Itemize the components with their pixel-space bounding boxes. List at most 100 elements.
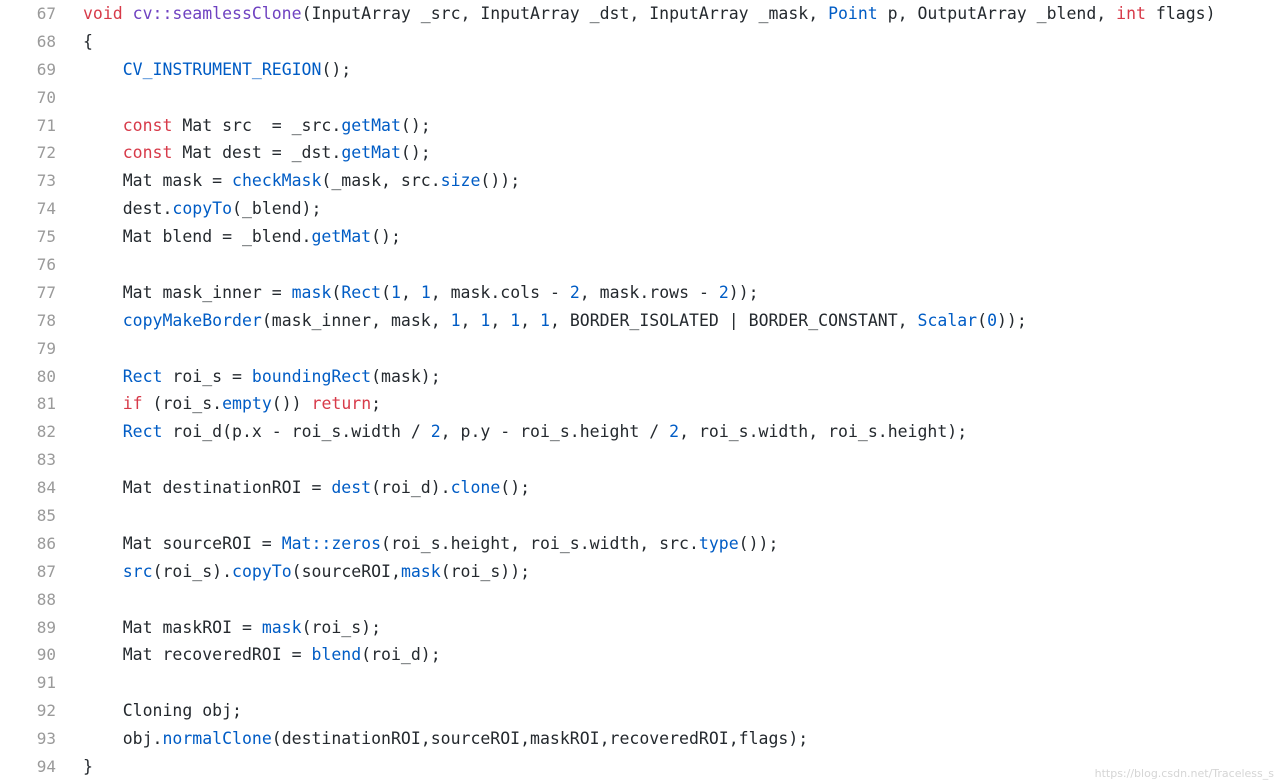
code-token: (mask); <box>371 366 441 386</box>
code-token: if <box>122 394 143 414</box>
code-token: copyMakeBorder <box>122 310 262 330</box>
code-line: 81 if (roi_s.empty()) return; <box>0 390 1280 418</box>
code-line: 84 Mat destinationROI = dest(roi_d).clon… <box>0 474 1280 502</box>
line-number[interactable]: 83 <box>36 450 56 470</box>
line-number[interactable]: 69 <box>36 59 56 79</box>
line-number[interactable]: 82 <box>36 422 56 442</box>
code-token: 1 <box>510 310 521 330</box>
line-number[interactable]: 86 <box>36 533 56 553</box>
line-code: Mat mask_inner = mask(Rect(1, 1, mask.co… <box>83 279 759 307</box>
code-token: (); <box>400 143 431 163</box>
code-token: type <box>698 533 739 553</box>
code-token: 1 <box>480 310 491 330</box>
code-token: 1 <box>420 282 431 302</box>
code-token: ( <box>381 282 391 302</box>
code-token: 1 <box>540 310 550 330</box>
code-token: Rect <box>341 282 382 302</box>
code-line: 91 <box>0 669 1280 697</box>
code-token: Mat recoveredROI = <box>83 645 312 665</box>
code-token <box>83 60 123 79</box>
code-token: Rect <box>122 422 163 442</box>
code-token: return <box>311 394 372 414</box>
code-token: , <box>520 310 541 330</box>
code-line: 88 <box>0 586 1280 614</box>
line-code: Rect roi_s = boundingRect(mask); <box>83 363 441 391</box>
line-number[interactable]: 77 <box>36 282 56 302</box>
code-token: , roi_s.width, roi_s.height); <box>679 422 968 442</box>
code-token: 2 <box>569 282 580 302</box>
code-token: 2 <box>430 422 441 442</box>
code-line: 74 dest.copyTo(_blend); <box>0 195 1280 223</box>
code-line: 85 <box>0 502 1280 530</box>
code-token: (roi_s. <box>142 394 223 414</box>
line-code: { <box>83 28 93 56</box>
code-token: , p.y - roi_s.height / <box>440 422 670 442</box>
code-token: Mat maskROI = <box>83 617 262 637</box>
code-token: (InputArray _src, InputArray _dst, Input… <box>301 4 829 23</box>
line-number[interactable]: 79 <box>36 338 56 358</box>
line-number[interactable]: 84 <box>36 478 56 498</box>
code-token: , mask.rows - <box>579 282 719 302</box>
code-token: 0 <box>987 310 997 330</box>
line-code: void cv::seamlessClone(InputArray _src, … <box>83 0 1216 28</box>
line-code: Mat destinationROI = dest(roi_d).clone()… <box>83 474 530 502</box>
line-code: Rect roi_d(p.x - roi_s.width / 2, p.y - … <box>83 418 967 446</box>
line-code: if (roi_s.empty()) return; <box>83 390 381 418</box>
code-token: 1 <box>450 310 461 330</box>
code-token: src <box>122 561 153 581</box>
code-token: Cloning obj; <box>83 701 242 721</box>
code-line: 71 const Mat src = _src.getMat(); <box>0 112 1280 140</box>
line-code: const Mat dest = _dst.getMat(); <box>83 139 431 167</box>
line-number[interactable]: 73 <box>36 171 56 191</box>
code-token: (roi_s). <box>152 561 233 581</box>
code-token: ; <box>371 394 382 414</box>
code-token: ( <box>331 282 342 302</box>
line-number[interactable]: 75 <box>36 227 56 247</box>
line-number[interactable]: 92 <box>36 701 56 721</box>
code-token: (roi_d); <box>361 645 441 665</box>
line-number[interactable]: 81 <box>36 394 56 414</box>
line-number[interactable]: 74 <box>36 199 56 219</box>
line-number[interactable]: 80 <box>36 366 56 386</box>
line-number[interactable]: 70 <box>36 87 56 107</box>
line-number[interactable]: 68 <box>36 31 56 51</box>
line-number[interactable]: 85 <box>36 506 56 526</box>
line-number[interactable]: 71 <box>36 115 56 135</box>
line-number[interactable]: 94 <box>36 757 56 777</box>
code-token: p, OutputArray _blend, <box>877 4 1117 23</box>
code-token: checkMask <box>232 171 322 191</box>
code-token: (roi_s); <box>301 617 382 637</box>
line-number[interactable]: 90 <box>36 645 56 665</box>
code-line: 76 <box>0 251 1280 279</box>
code-line: 73 Mat mask = checkMask(_mask, src.size(… <box>0 167 1280 195</box>
code-token <box>83 367 123 386</box>
line-number[interactable]: 87 <box>36 561 56 581</box>
code-line: 87 src(roi_s).copyTo(sourceROI,mask(roi_… <box>0 558 1280 586</box>
code-line: 70 <box>0 84 1280 112</box>
code-token: (_mask, src. <box>321 171 441 191</box>
line-number[interactable]: 91 <box>36 673 56 693</box>
watermark: https://blog.csdn.net/Traceless_s <box>1094 767 1274 780</box>
line-code: Mat blend = _blend.getMat(); <box>83 223 401 251</box>
code-token: const <box>122 143 173 163</box>
code-token: mask <box>261 617 302 637</box>
code-line: 93 obj.normalClone(destinationROI,source… <box>0 725 1280 753</box>
line-number[interactable]: 93 <box>36 729 56 749</box>
code-token: blend <box>311 645 362 665</box>
line-code: const Mat src = _src.getMat(); <box>83 112 431 140</box>
code-token: boundingRect <box>251 366 372 386</box>
code-token: ( <box>977 310 988 330</box>
line-code: CV_INSTRUMENT_REGION(); <box>83 56 352 84</box>
line-number[interactable]: 88 <box>36 589 56 609</box>
code-token: , <box>400 282 421 302</box>
line-number[interactable]: 76 <box>36 255 56 275</box>
code-token: ()); <box>480 171 521 191</box>
line-number[interactable]: 78 <box>36 310 56 330</box>
code-token <box>83 116 123 135</box>
code-token: roi_d(p.x - roi_s.width / <box>162 422 431 442</box>
code-token: Mat::zeros <box>281 533 382 553</box>
line-number[interactable]: 67 <box>36 4 56 23</box>
line-number[interactable]: 72 <box>36 143 56 163</box>
line-number[interactable]: 89 <box>36 617 56 637</box>
